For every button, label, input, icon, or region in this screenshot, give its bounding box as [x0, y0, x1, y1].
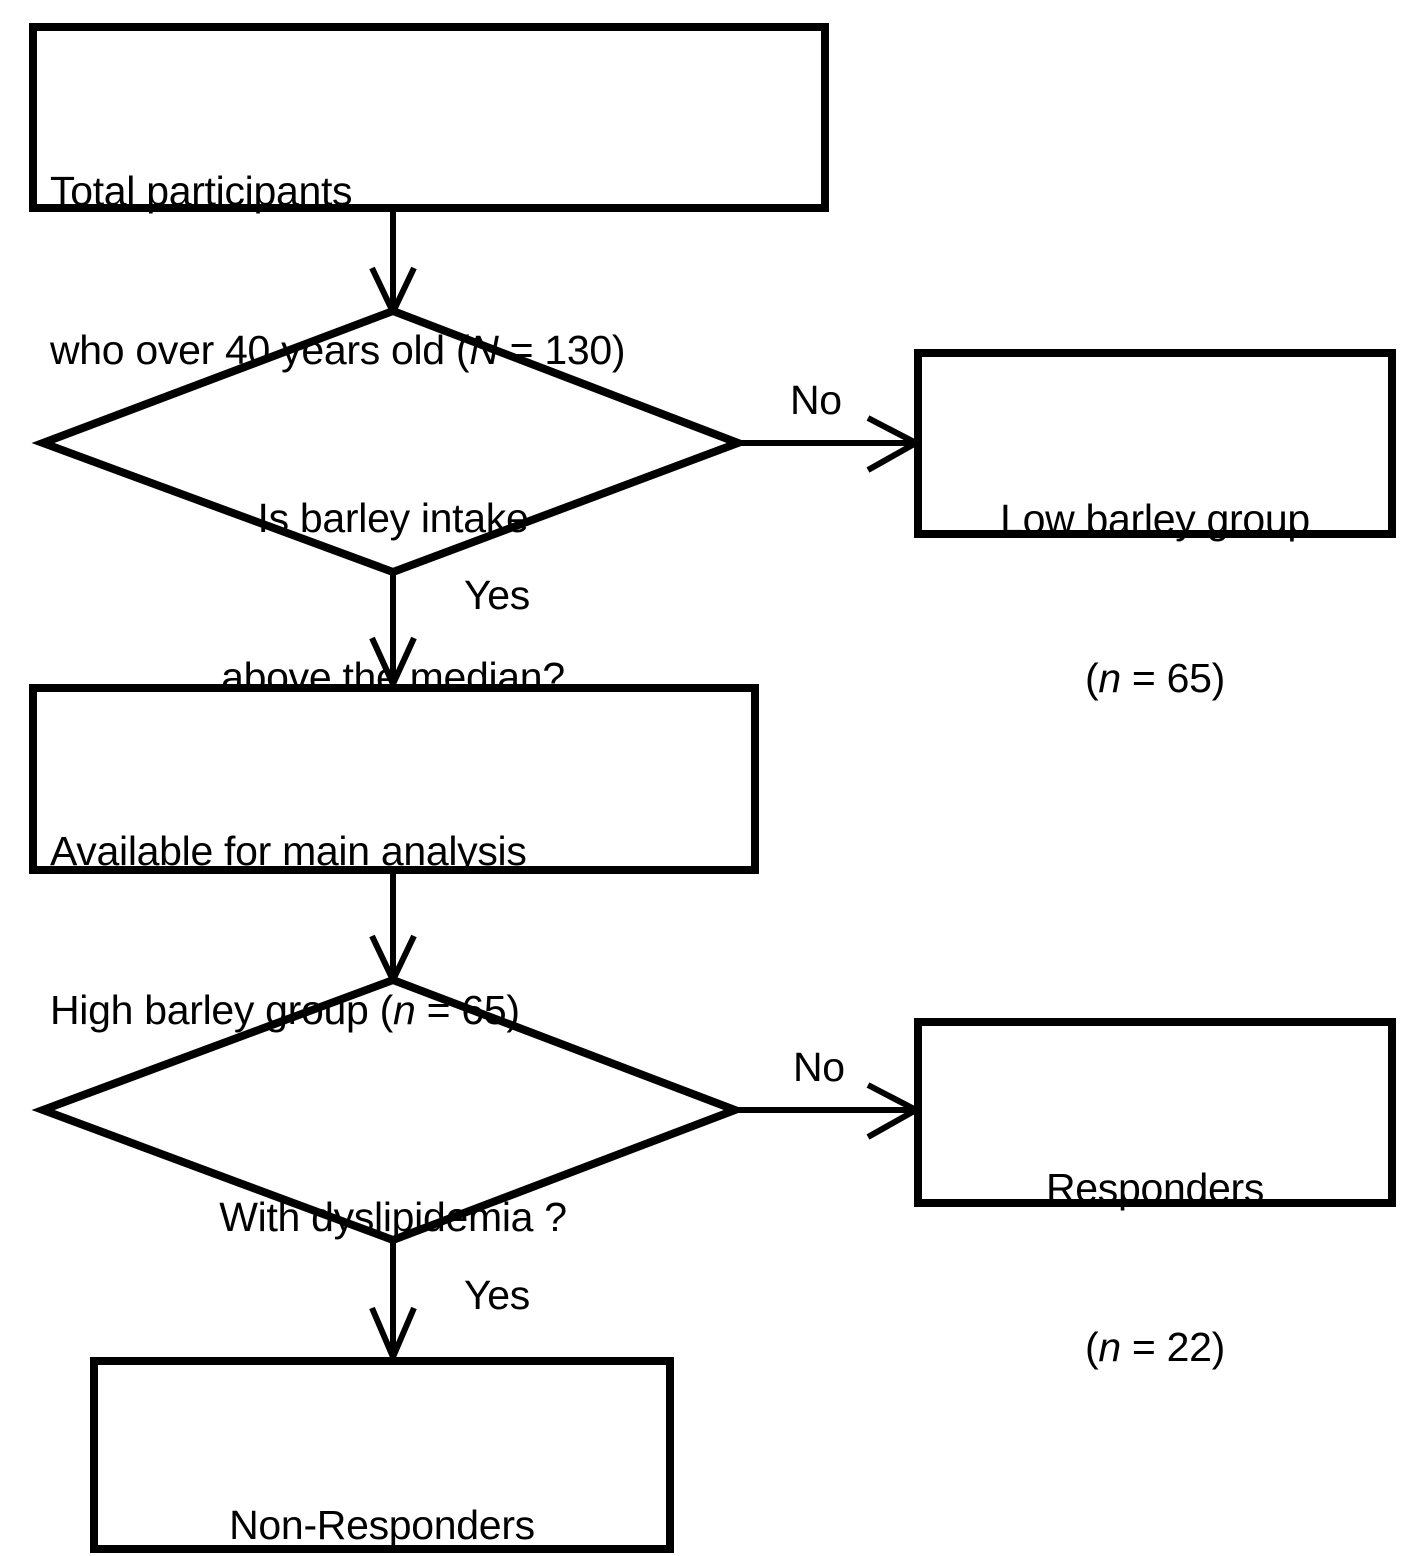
barley-decision-line1: Is barley intake	[257, 494, 529, 541]
node-shape-low-barley	[914, 349, 1396, 538]
dyslipidemia-decision-line1: With dyslipidemia ?	[219, 1193, 567, 1240]
high-barley-line2-prefix: High barley group (	[50, 987, 393, 1034]
low-barley-line1: Low barley group	[1000, 495, 1310, 542]
responders-line2-prefix: (	[1084, 1324, 1099, 1371]
node-label-dyslipidemia-decision: With dyslipidemia ?	[113, 1084, 673, 1350]
edge-label-dyslipidemia-no: No	[793, 1044, 845, 1090]
high-barley-line1: Available for main analysis	[50, 827, 527, 874]
node-label-non-responders: Non-Responders (n = 43)	[94, 1392, 670, 1556]
node-shape-responders	[914, 1018, 1396, 1207]
node-shape-high-barley	[29, 684, 759, 874]
responders-line1: Responders	[1045, 1164, 1265, 1211]
edge-label-dyslipidemia-yes: Yes	[464, 1272, 530, 1318]
high-barley-line2: High barley group (n = 65)	[50, 984, 750, 1037]
node-shape-non-responders	[90, 1357, 674, 1553]
non-responders-line1: Non-Responders	[229, 1501, 535, 1548]
total-participants-line2-suffix: = 130)	[498, 327, 626, 374]
barley-decision-line2: above the median?	[221, 654, 565, 701]
total-participants-n-symbol: N	[469, 327, 499, 374]
responders-n-symbol: n	[1098, 1324, 1121, 1371]
low-barley-line2-suffix: = 65)	[1120, 655, 1226, 702]
low-barley-line2: (n = 65)	[918, 652, 1392, 705]
edge-label-barley-yes: Yes	[464, 572, 530, 618]
responders-line2-suffix: = 22)	[1120, 1324, 1226, 1371]
node-label-responders: Responders (n = 22)	[918, 1055, 1392, 1481]
responders-line2: (n = 22)	[918, 1321, 1392, 1374]
total-participants-line2-prefix: who over 40 years old (	[50, 327, 470, 374]
node-shape-total-participants	[29, 23, 829, 212]
node-label-low-barley: Low barley group (n = 65)	[918, 386, 1392, 812]
low-barley-line2-prefix: (	[1084, 655, 1099, 702]
low-barley-n-symbol: n	[1098, 655, 1121, 702]
high-barley-n-symbol: n	[392, 987, 416, 1034]
node-label-total-participants: Total participants who over 40 years old…	[50, 58, 810, 484]
node-label-barley-decision: Is barley intake above the median?	[113, 385, 673, 811]
total-participants-line1: Total participants	[50, 167, 353, 214]
node-label-high-barley: Available for main analysis High barley …	[50, 718, 750, 1144]
high-barley-line2-suffix: = 65)	[415, 987, 520, 1034]
total-participants-line2: who over 40 years old (N = 130)	[50, 324, 810, 377]
edge-label-barley-no: No	[790, 377, 842, 423]
